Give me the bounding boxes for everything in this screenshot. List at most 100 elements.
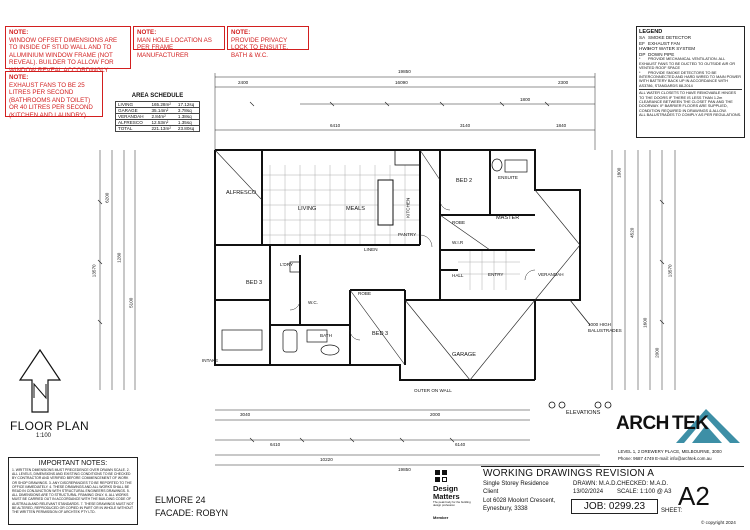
sheet-number: A2 (678, 481, 710, 511)
elevations-label: ELEVATIONS (566, 410, 601, 416)
archtek-logo: ARCH TEK (614, 405, 744, 445)
room-label-verandah: VERANDAH (538, 272, 564, 277)
dim-left: 13570 (91, 264, 97, 278)
room-label-ensuite: ENSUITE (498, 175, 518, 180)
room-label-linen: LINEN (364, 247, 378, 252)
note-header: NOTE: (9, 74, 29, 81)
note-header: NOTE: (137, 29, 157, 36)
job-number: JOB: 0299.23 (571, 499, 658, 514)
legend-symbol: HWS (639, 46, 650, 52)
table-cell: 23.80sq (175, 125, 200, 132)
legend-text: HOT WATER SYSTEM (648, 46, 696, 52)
dim-bottom: 6140 (455, 442, 466, 447)
dim-left: 6200 (104, 192, 110, 203)
note-privacy-lock: NOTE: PROVIDE PRIVACY LOCK TO ENSUITE, B… (227, 26, 309, 59)
dim-top: 1840 (556, 123, 567, 128)
note-header: NOTE: (9, 29, 29, 36)
room-label-entry: ENTRY (488, 272, 504, 277)
dim-bottom: 6410 (270, 442, 281, 447)
dim-top: 2400 (238, 80, 249, 85)
annotation-outer-wall: OUTER ON WALL (414, 388, 452, 393)
sheet-label: SHEET: (661, 508, 683, 514)
room-label-kitchen: KITCHEN (405, 197, 411, 218)
room-label-wir: W.I.R (452, 240, 464, 245)
dim-right: 1800 (616, 167, 622, 178)
room-label-living: LIVING (298, 206, 317, 212)
floor-plan-scale: 1:100 (36, 433, 52, 439)
note-text: PROVIDE PRIVACY LOCK TO ENSUITE, BATH & … (231, 36, 289, 59)
elevations-marker-icon (548, 401, 612, 409)
room-label-bed3-left: BED 3 (246, 280, 263, 286)
area-schedule-title: AREA SCHEDULE (131, 93, 184, 99)
design-matters-member: Member (433, 515, 449, 520)
room-label-laundry: L'DRY (280, 262, 294, 267)
design-matters-line1: Design (433, 484, 459, 493)
table-cell: 17.12sq (175, 101, 200, 108)
room-label-hall: HALL (452, 273, 464, 278)
project-name: Single Storey Residence (483, 481, 549, 487)
important-notes-title: IMPORTANT NOTES: (38, 460, 108, 467)
legend-symbol: SA (639, 35, 646, 40)
legend-symbol: DP (639, 51, 646, 57)
legend-item: HWSHOT WATER SYSTEM (639, 46, 742, 52)
dim-top: 2300 (558, 80, 569, 85)
room-label-meals: MEALS (346, 206, 365, 212)
legend-symbol: * (639, 57, 641, 62)
table-cell: 2.84m² (149, 113, 176, 120)
note-man-hole: NOTE: MAN HOLE LOCATION AS PER FRAME MAN… (133, 26, 225, 59)
dim-bottom: 10220 (320, 457, 333, 462)
important-notes-text: 1. WRITTEN DIMENSIONS MUST PRECEDENCE OV… (12, 468, 134, 515)
legend-item: *PROVIDE SMOKE DETECTORS TO BE INTERCONN… (639, 71, 742, 89)
floor-plan-title: FLOOR PLAN (10, 419, 90, 433)
legend-title: LEGEND (639, 29, 663, 35)
room-label-garage: GARAGE (452, 352, 476, 358)
note-exhaust-fans: NOTE: EXHAUST FANS TO BE 25 LITRES PER S… (5, 71, 103, 119)
dim-top: 6410 (330, 123, 341, 128)
archtek-mark-icon (676, 409, 740, 443)
table-cell: 35.14m² (149, 107, 176, 114)
note-window-offset: NOTE: WINDOW OFFSET DIMENSIONS ARE TO IN… (5, 26, 131, 74)
north-arrow-icon (18, 348, 62, 413)
legend-item: *PROVIDE MECHANICAL VENTILATION. ALL EXH… (639, 57, 742, 70)
drawing-date: 13/02/2024 (573, 489, 604, 495)
table-cell: 12.53m² (149, 119, 176, 126)
dim-top-overall: 19850 (398, 69, 411, 74)
room-label-wc: W.C. (308, 300, 318, 305)
design-matters-line2: Matters (433, 492, 460, 501)
table-cell: 1.35sq (175, 119, 200, 126)
room-label-master: MASTER (496, 215, 520, 221)
dim-right: 2000 (654, 347, 660, 358)
drawing-scale: SCALE: 1:100 @ A3 (617, 489, 672, 495)
table-cell: 221.13m² (149, 125, 176, 132)
dim-left: 1280 (116, 252, 122, 263)
dim-right: 1600 (642, 317, 648, 328)
title-block: WORKING DRAWINGS REVISION A Single Store… (481, 466, 744, 527)
copyright: © copyright 2024 (701, 520, 736, 525)
client-name: Client (483, 489, 499, 495)
table-cell: LIVING (115, 101, 150, 108)
note-header: NOTE: (231, 29, 251, 36)
legend-text: PROVIDE MECHANICAL VENTILATION. ALL EXHA… (639, 57, 736, 71)
brand-name-left: ARCH (616, 413, 669, 434)
room-label-bed2: BED 2 (456, 178, 473, 184)
note-text: WINDOW OFFSET DIMENSIONS ARE TO INSIDE O… (9, 36, 118, 74)
table-cell: TOTAL (115, 125, 150, 132)
dim-right: 4520 (629, 227, 635, 238)
dim-right: 13570 (667, 264, 673, 278)
legend-door-note: ALL WATER CLOSETS TO HAVE REMOVABLE HING… (639, 89, 742, 113)
checked-by: CHECKED: M.A.D. (617, 481, 669, 487)
legend-text: SMOKE DETECTOR (648, 35, 692, 40)
room-label-pantry: PANTRY (398, 232, 417, 237)
dim-left: 5100 (128, 297, 134, 308)
table-cell: 3.78sq (175, 107, 200, 114)
brand-address: LEVEL 1, 2 DREWERY PLACE, MELBOURNE, 300… (618, 449, 722, 454)
